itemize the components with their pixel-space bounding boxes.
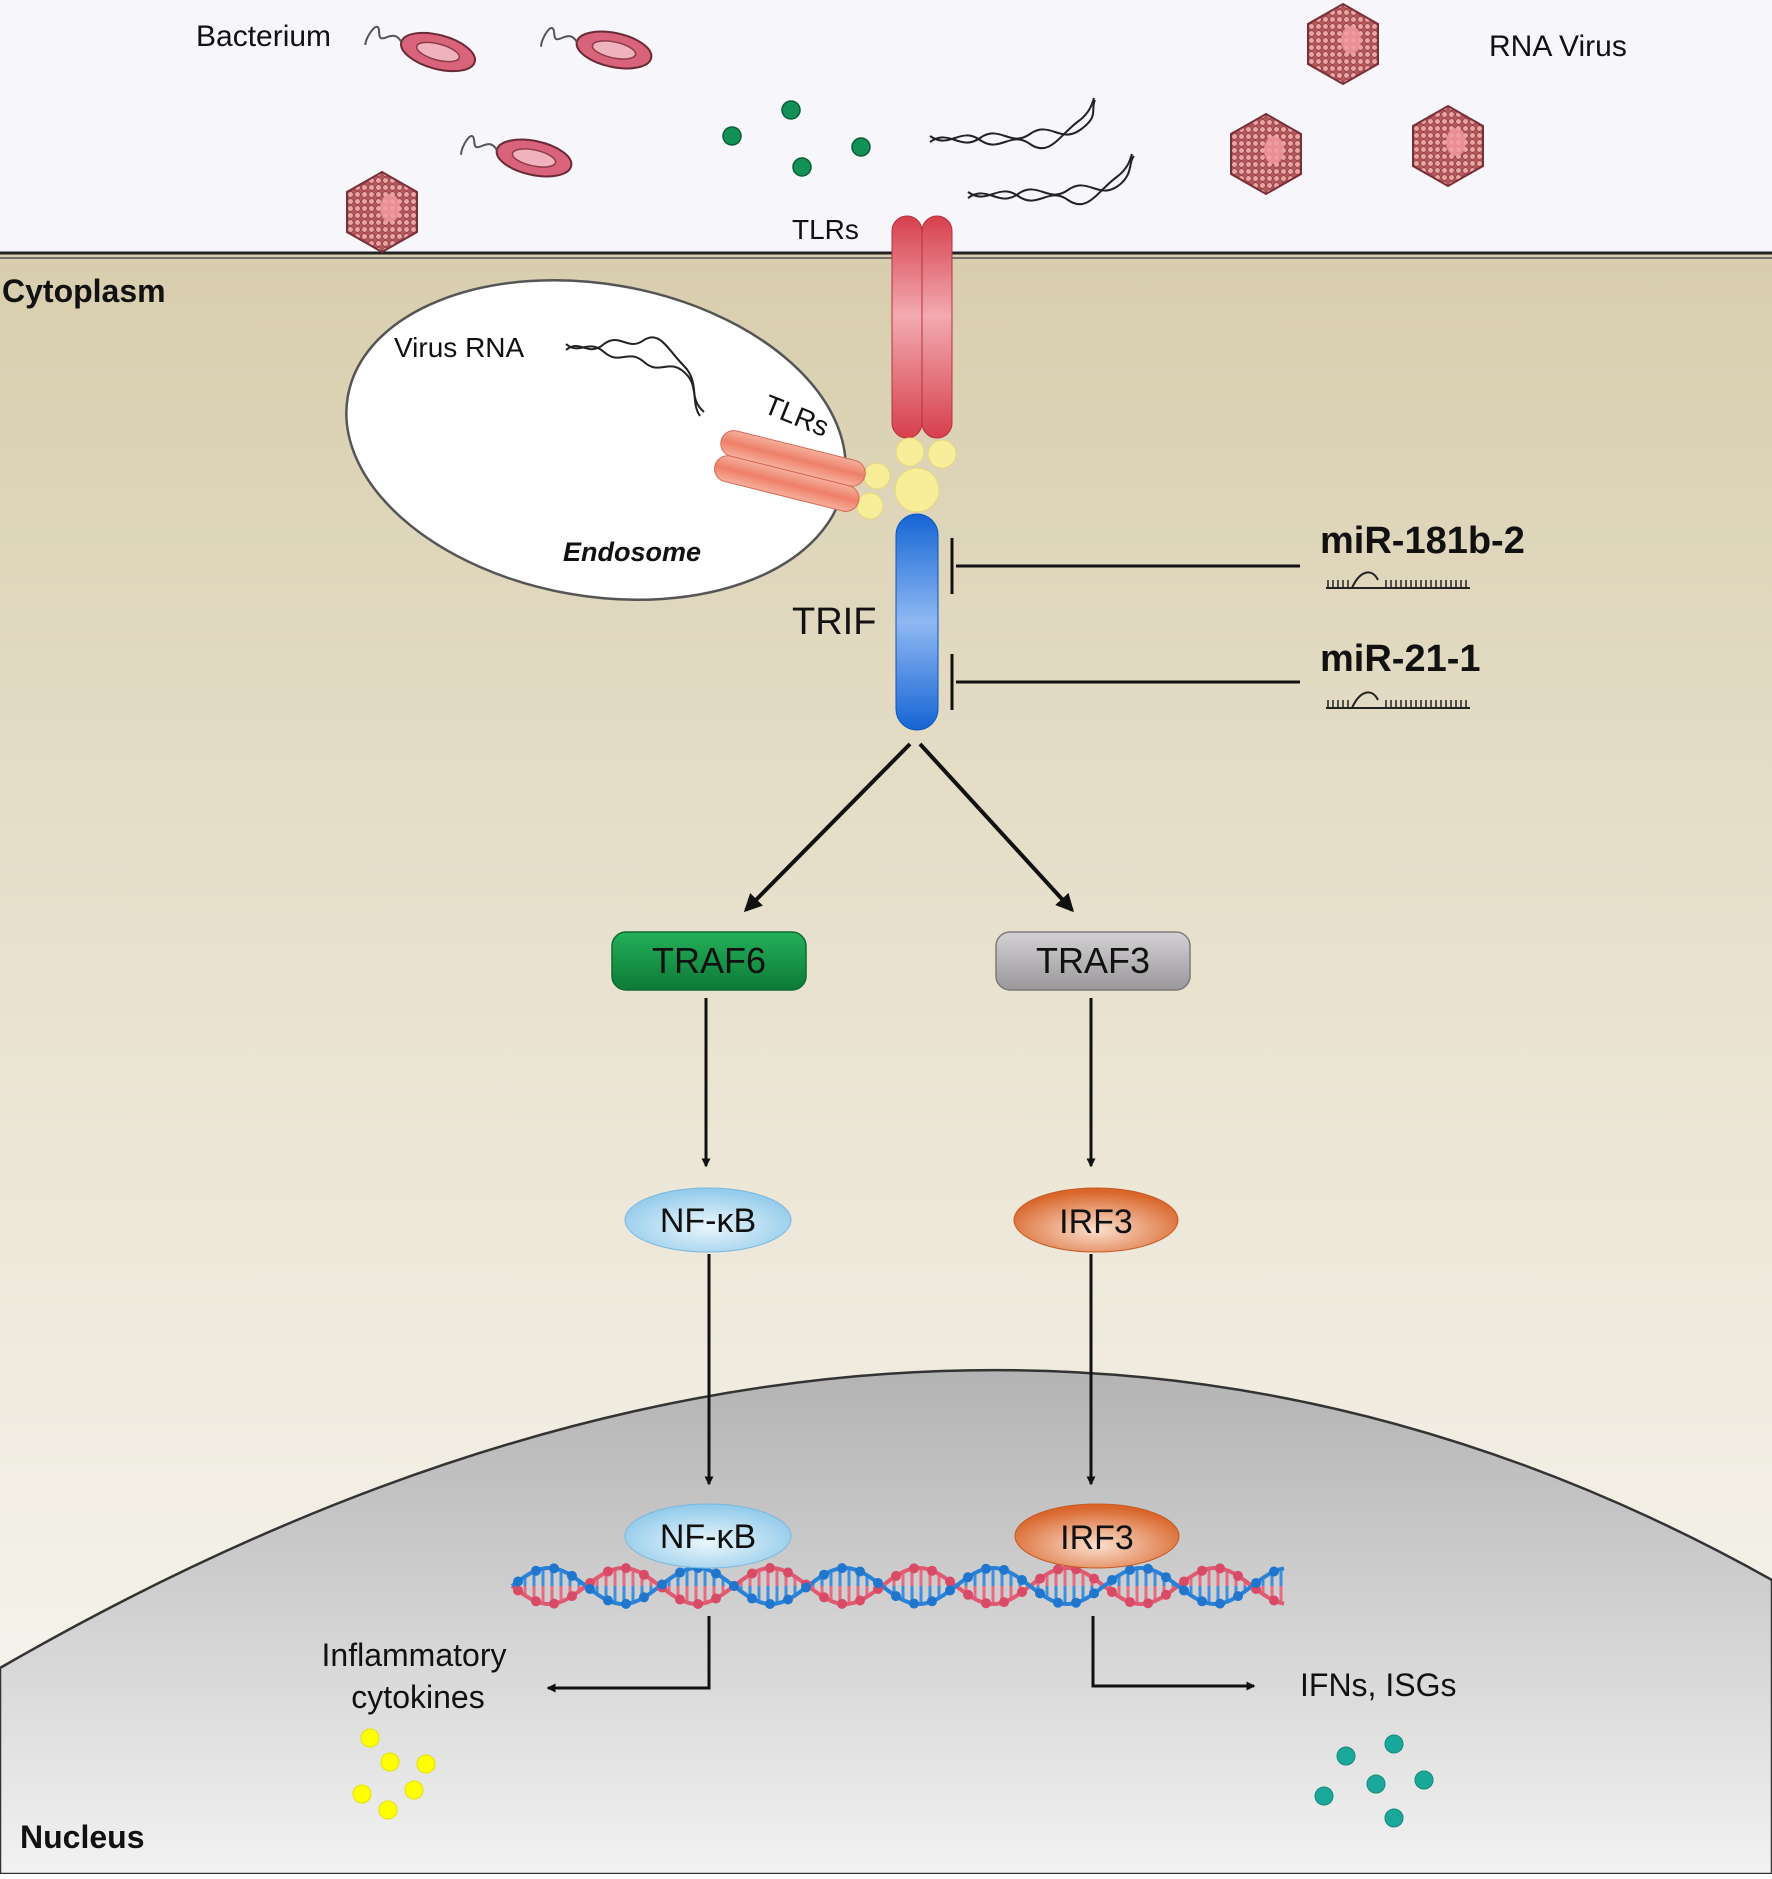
pamp-ligand-dots: [722, 100, 871, 177]
label-cytoplasm: Cytoplasm: [2, 273, 166, 309]
label-ifns-isgs: IFNs, ISGs: [1300, 1667, 1456, 1703]
trif-adaptor: [895, 513, 939, 731]
rna-virus-icon: [346, 2, 1484, 254]
label-rna-virus: RNA Virus: [1489, 30, 1627, 63]
label-mir-181b-2: miR-181b-2: [1320, 520, 1525, 562]
ifn-isg-dots: [1314, 1734, 1434, 1828]
irf3-cytoplasm: [1013, 1187, 1179, 1253]
dna-helix: [510, 1563, 1285, 1609]
label-inflammatory: Inflammatory: [322, 1637, 507, 1673]
endosome-tlr-receptor: [714, 430, 866, 512]
label-virus-rna: Virus RNA: [394, 332, 525, 363]
label-mir-21-1: miR-21-1: [1320, 638, 1481, 680]
cytokine-dots: [352, 1728, 436, 1820]
mir-21-1-hairpin-icon: [1326, 691, 1470, 709]
label-traf6: TRAF6: [652, 940, 766, 981]
label-nfkb-cytoplasm: NF-κB: [660, 1202, 756, 1240]
label-endosome: Endosome: [563, 537, 701, 567]
bacterium-icon: [364, 25, 653, 178]
surface-tlr-receptor: [891, 215, 953, 439]
arrow-trif-to-traf3: [918, 742, 1075, 913]
label-traf3: TRAF3: [1036, 940, 1150, 981]
traf3-box: [995, 931, 1191, 991]
nucleus-region: [0, 1368, 1772, 1876]
label-irf3-cytoplasm: IRF3: [1059, 1203, 1133, 1241]
label-cytokines: cytokines: [351, 1679, 484, 1715]
label-irf3-nucleus: IRF3: [1060, 1519, 1134, 1557]
arrow-trif-to-traf6: [743, 742, 912, 913]
mir-181b-2-inhibition: [950, 538, 1300, 594]
mir-21-1-inhibition: [950, 654, 1300, 710]
arrow-to-ifns-isgs: [1091, 1616, 1256, 1691]
label-tlrs-surface: TLRs: [792, 214, 859, 245]
label-nfkb-nucleus: NF-κB: [660, 1518, 756, 1556]
label-bacterium: Bacterium: [196, 20, 331, 53]
traf6-box: [611, 931, 807, 991]
arrow-to-inflammatory-cytokines: [546, 1616, 711, 1693]
endosome-virus-rna: [565, 336, 705, 417]
label-trif: TRIF: [792, 601, 876, 643]
nfkb-nucleus: [624, 1503, 792, 1569]
mir-181b-2-hairpin-icon: [1326, 571, 1470, 589]
nfkb-cytoplasm: [624, 1187, 792, 1253]
adaptor-complex-dots: [856, 437, 957, 520]
irf3-nucleus: [1014, 1503, 1180, 1569]
label-nucleus: Nucleus: [20, 1819, 144, 1855]
extracellular-rna-strands: [929, 97, 1135, 206]
